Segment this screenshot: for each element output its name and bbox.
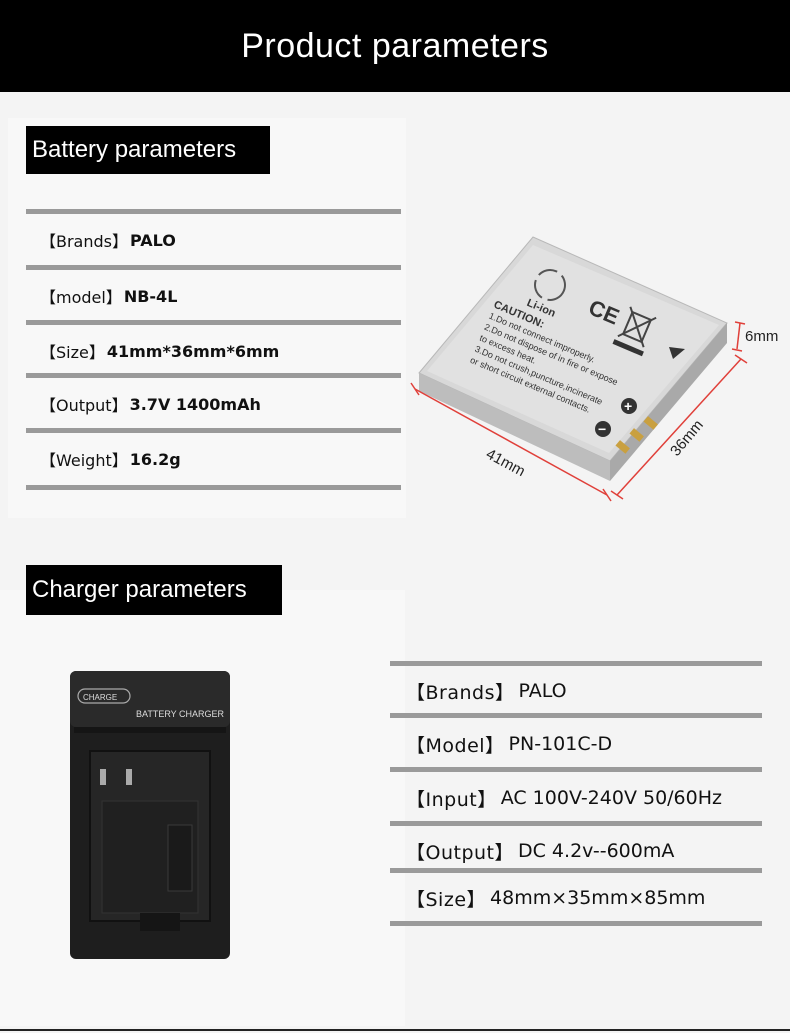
row-value: PALO (130, 230, 176, 250)
row-label: 【Input】 (406, 788, 497, 811)
charger-row-size: 【Size】48mm×35mm×85mm (390, 872, 762, 924)
charger-cradle (89, 750, 211, 931)
battery-row-size: 【Size】41mm*36mm*6mm (26, 324, 401, 378)
battery-terminal-plus: + (621, 398, 637, 414)
charger-row-input: 【Input】AC 100V-240V 50/60Hz (390, 772, 762, 824)
battery-row-weight: 【Weight】16.2g (26, 432, 401, 486)
divider (26, 373, 401, 378)
row-value: PN-101C-D (508, 733, 613, 755)
divider (390, 868, 762, 873)
divider (26, 485, 401, 490)
battery-charger-label: BATTERY CHARGER (136, 709, 225, 719)
charger-row-output: 【Output】DC 4.2v--600mA (390, 825, 762, 877)
divider (26, 209, 401, 214)
page-title: Product parameters (241, 26, 549, 65)
battery-image: Li-ion CE CAUTION: 1.Do not connect impr… (410, 236, 778, 502)
page-bottom-rule (0, 1029, 790, 1031)
row-label: 【Brands】 (40, 232, 128, 251)
battery-row-output: 【Output】3.7V 1400mAh (26, 377, 401, 431)
divider (390, 821, 762, 826)
row-value: 41mm*36mm*6mm (106, 341, 280, 361)
crossed-bin-icon (612, 306, 657, 357)
divider (26, 428, 401, 433)
row-value: PALO (518, 680, 567, 702)
battery-row-model: 【model】NB-4L (26, 269, 401, 323)
divider (26, 265, 401, 270)
dimension-length (410, 382, 612, 502)
row-value: AC 100V-240V 50/60Hz (500, 787, 722, 809)
battery-row-brands: 【Brands】PALO (26, 213, 401, 267)
battery-terminal-minus: − (595, 421, 611, 437)
divider (390, 713, 762, 718)
direction-arrow-icon (669, 347, 685, 359)
row-value: 3.7V 1400mAh (129, 394, 261, 414)
row-label: 【Size】 (406, 888, 487, 911)
row-label: 【Output】 (40, 396, 128, 415)
charger-row-model: 【Model】PN-101C-D (390, 718, 762, 770)
row-label: 【Model】 (406, 734, 505, 757)
row-value: NB-4L (123, 286, 178, 306)
charge-indicator (77, 688, 131, 704)
battery-section-title: Battery parameters (26, 126, 270, 174)
row-value: 48mm×35mm×85mm (490, 887, 706, 909)
row-label: 【Brands】 (406, 681, 515, 704)
dimension-length-label: 41mm (483, 446, 528, 481)
row-value: 16.2g (129, 449, 181, 469)
minus-symbol: − (598, 421, 606, 437)
charger-row-brands: 【Brands】PALO (390, 665, 762, 717)
row-value: DC 4.2v--600mA (518, 840, 675, 862)
row-label: 【Size】 (40, 343, 105, 362)
divider (390, 767, 762, 772)
charge-label: CHARGE (83, 693, 117, 702)
dimension-thickness (731, 321, 746, 352)
charger-image: CHARGE BATTERY CHARGER (70, 671, 230, 959)
battery-contacts (615, 416, 658, 454)
dimension-thickness-label: 6mm (745, 328, 778, 345)
dimension-width-label: 36mm (667, 417, 707, 460)
row-label: 【Weight】 (40, 451, 128, 470)
plus-symbol: + (624, 398, 632, 414)
page-header: Product parameters (0, 0, 790, 92)
row-label: 【model】 (40, 288, 122, 307)
divider (390, 921, 762, 926)
divider (26, 320, 401, 325)
dimension-width (610, 354, 748, 500)
divider (390, 661, 762, 666)
charger-section-title: Charger parameters (26, 565, 282, 615)
row-label: 【Output】 (406, 841, 514, 864)
battery-panel (8, 118, 406, 518)
